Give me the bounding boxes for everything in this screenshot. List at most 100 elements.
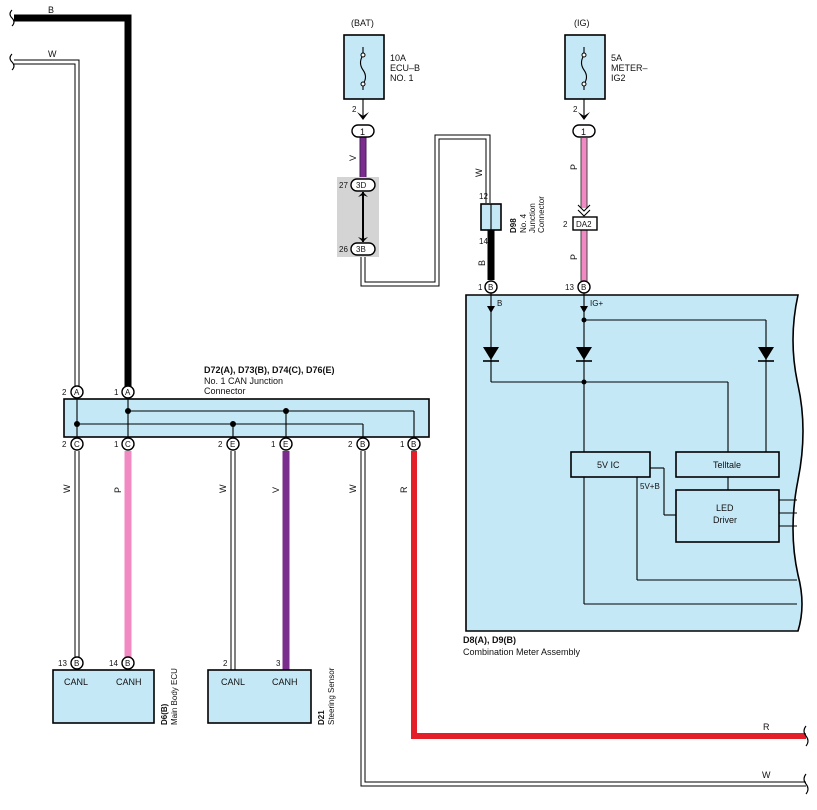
pin-number: 13 bbox=[565, 283, 574, 292]
pin-e1: E 1 bbox=[271, 437, 293, 451]
voltage-label: 5V+B bbox=[640, 482, 660, 491]
pin-number: 12 bbox=[479, 192, 488, 201]
connector-label: DA2 bbox=[576, 220, 592, 229]
pin-letter: B bbox=[488, 283, 493, 292]
pin-b1: B 1 bbox=[400, 437, 421, 451]
pin-letter: A bbox=[125, 388, 131, 397]
wire-label: P bbox=[569, 254, 579, 260]
connector-desc: Junction bbox=[528, 203, 537, 233]
pin-number: 3 bbox=[276, 659, 281, 668]
connector-desc: Connector bbox=[204, 386, 246, 396]
ecu-pin-canh: B 14 CANH bbox=[109, 656, 142, 687]
pin-c1: C 1 bbox=[114, 437, 135, 451]
arrow-down-icon bbox=[487, 306, 495, 313]
fuse-name: METER– bbox=[611, 63, 648, 73]
terminal-label: 1 bbox=[581, 127, 586, 137]
connector-desc: No. 4 bbox=[519, 213, 528, 233]
break-mark-w2 bbox=[803, 773, 809, 795]
arrow-down-icon bbox=[358, 237, 368, 242]
pin-label: CANL bbox=[64, 677, 88, 687]
led-label: Driver bbox=[713, 515, 737, 525]
break-mark-r bbox=[803, 725, 809, 747]
fuse-name-2: NO. 1 bbox=[390, 73, 414, 83]
steering-sensor: 2 CANL 3 CANH D21 Steering Sensor bbox=[207, 659, 336, 725]
wire-r-b1 bbox=[411, 451, 806, 739]
led-driver-box bbox=[675, 489, 780, 543]
sensor-pin-canh: 3 CANH bbox=[272, 659, 298, 687]
pin-letter: E bbox=[230, 440, 235, 449]
fuse-pin: 2 bbox=[573, 105, 578, 114]
wire-w-loop bbox=[360, 134, 491, 287]
pin-letter: C bbox=[125, 440, 131, 449]
wire-label: W bbox=[48, 49, 57, 59]
telltale-box bbox=[675, 451, 780, 478]
pin-label: IG+ bbox=[590, 299, 603, 308]
component-desc: Main Body ECU bbox=[170, 668, 179, 725]
wire-label: W bbox=[62, 484, 72, 493]
pin-number: 1 bbox=[271, 440, 276, 449]
pin-number: 1 bbox=[114, 440, 119, 449]
can-junction-connector: D72(A), D73(B), D74(C), D76(E) No. 1 CAN… bbox=[62, 365, 430, 451]
fuse-name: ECU–B bbox=[390, 63, 420, 73]
pin-letter: B bbox=[125, 659, 130, 668]
pin-label: CANH bbox=[272, 677, 298, 687]
fuse-rating: 5A bbox=[611, 53, 622, 63]
pin-number: 1 bbox=[478, 283, 483, 292]
fuse-name-2: IG2 bbox=[611, 73, 626, 83]
connector-label: 3B bbox=[356, 245, 366, 254]
fuse-bat: (BAT) 10A ECU–B NO. 1 2 1 bbox=[343, 18, 420, 138]
fuse-source-label: (BAT) bbox=[351, 18, 374, 28]
wire-label: W bbox=[218, 484, 228, 493]
pin-b2: B 2 bbox=[348, 437, 370, 451]
connector-name: D98 bbox=[509, 218, 518, 233]
main-body-ecu: B 13 CANL B 14 CANH D6(B) Main Body ECU bbox=[52, 656, 179, 725]
fuse-ig: (IG) 5A METER– IG2 2 1 bbox=[564, 18, 648, 138]
pin-letter: A bbox=[74, 388, 80, 397]
pin-number: 2 bbox=[62, 440, 67, 449]
pin-number: 2 bbox=[563, 220, 568, 229]
wire-label: B bbox=[477, 260, 487, 266]
inline-connector: 3D 27 3B 26 bbox=[337, 177, 379, 257]
telltale-label: Telltale bbox=[713, 460, 741, 470]
connector-label: 3D bbox=[356, 181, 366, 190]
pin-letter: E bbox=[283, 440, 288, 449]
ic-box bbox=[570, 451, 651, 478]
pin-number: 2 bbox=[62, 388, 67, 397]
pin-number: 27 bbox=[339, 181, 348, 190]
break-mark-b bbox=[9, 9, 15, 27]
sensor-pin-canl: 2 CANL bbox=[221, 659, 245, 687]
wire-label: P bbox=[569, 164, 579, 170]
pin-number: 2 bbox=[348, 440, 353, 449]
junction-connector-d98: 12 14 D98 No. 4 Junction Connector bbox=[479, 192, 546, 246]
pin-letter: C bbox=[74, 440, 80, 449]
arrow-up-icon bbox=[358, 192, 368, 197]
pin-a1: A 1 bbox=[114, 385, 135, 399]
pin-label: CANH bbox=[116, 677, 142, 687]
wire-w-top bbox=[14, 59, 80, 390]
pin-letter: B bbox=[74, 659, 79, 668]
arrow-icon bbox=[578, 112, 590, 120]
pin-number: 14 bbox=[109, 659, 118, 668]
component-name: D6(B) bbox=[160, 703, 169, 725]
component-desc: Steering Sensor bbox=[327, 667, 336, 725]
wire-label: B bbox=[48, 5, 54, 15]
pin-letter: B bbox=[360, 440, 365, 449]
connector-desc: No. 1 CAN Junction bbox=[204, 376, 283, 386]
combination-meter: B 1 B B 13 IG+ 5V IC Tellt bbox=[463, 280, 804, 657]
break-mark-w bbox=[9, 53, 15, 71]
connector-name: D72(A), D73(B), D74(C), D76(E) bbox=[204, 365, 335, 375]
terminal-label: 1 bbox=[360, 127, 365, 137]
pin-number: 14 bbox=[479, 237, 488, 246]
diode-icon bbox=[483, 347, 499, 360]
wire-label: W bbox=[474, 168, 484, 177]
pin-c2: C 2 bbox=[62, 437, 84, 451]
pin-number: 1 bbox=[400, 440, 405, 449]
ic-label: 5V IC bbox=[597, 460, 620, 470]
pin-e2: E 2 bbox=[218, 437, 240, 451]
wire-b-top bbox=[14, 14, 132, 390]
connector-da2: DA2 2 bbox=[563, 204, 598, 231]
ecu-pin-canl: B 13 CANL bbox=[58, 656, 88, 687]
wire-label: V bbox=[271, 487, 281, 493]
wire-label: P bbox=[113, 487, 123, 493]
